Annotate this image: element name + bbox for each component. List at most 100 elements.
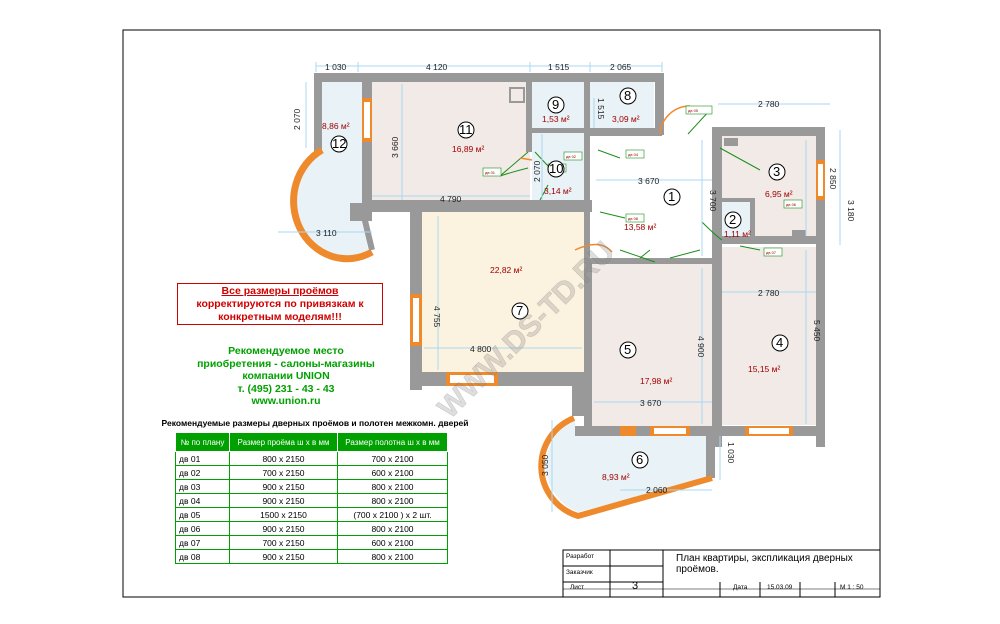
room-6-bay-floor [546,420,712,512]
table-cell: 900 х 2150 [229,521,338,536]
door-tag: дв 04 [628,152,639,157]
room-4-floor [722,247,816,425]
window [620,426,636,436]
dim-label: 2 060 [646,485,668,495]
notice-line: конкретным моделям!!! [218,311,342,323]
table-cell: 1500 х 2150 [229,507,338,522]
table-header: Размер проёма ш х в мм [229,432,338,452]
wall [590,128,662,136]
table-cell: 800 х 2100 [337,521,448,536]
room-number: 4 [776,335,783,350]
window [749,428,789,434]
tb-sheet-number: 3 [632,580,639,592]
tb-sheet-label: Лист [570,584,585,591]
room-area: 8,86 м² [322,121,350,131]
table-cell: дв 01 [175,451,230,466]
dim-label: 3 670 [638,176,660,186]
dim-label: 1 515 [548,62,570,72]
table-cell: 800 х 2100 [337,493,448,508]
window [818,164,823,196]
table-header: Размер полотна ш х в мм [337,432,448,452]
table-cell: дв 03 [175,479,230,494]
shaft [509,87,525,103]
tb-developer-label: Разработ [566,553,595,560]
room-area: 17,98 м² [640,376,672,386]
door-tag: дв 02 [566,154,577,159]
room-labels: 1 13,58 м² 2 1,11 м² 3 6,95 м² 4 15,15 м… [322,87,793,482]
promo-line: компании UNION [242,370,330,382]
table-cell: дв 02 [175,465,230,480]
tb-date: 15.03.09 [767,584,793,591]
dim-label: 2 850 [828,168,838,190]
dim-label: 2 065 [610,62,632,72]
wall [584,80,590,270]
promo-site[interactable]: www.union.ru [251,395,321,407]
wall [572,386,592,416]
door-tag: дв 08 [628,216,639,221]
promo-line: приобретения - салоны-магазины [197,357,375,370]
shaft [792,230,806,240]
table-cell: (700 х 2100 ) х 2 шт. [337,507,448,522]
dim-label: 3 050 [540,454,550,476]
dimension-lines [278,62,841,512]
dim-label: 1 030 [726,442,736,464]
dim-label: 3 110 [316,228,337,238]
wall [722,198,754,202]
dim-label: 3 670 [640,398,662,408]
dim-label: 4 120 [426,62,448,72]
doors-table: № по плану Размер проёма ш х в мм Размер… [175,432,448,564]
table-cell: дв 08 [175,549,230,564]
dim-label: 3 700 [708,190,718,212]
wall [750,198,755,242]
wall [655,73,664,135]
dim-label: 4 900 [696,336,706,358]
room-number: 1 [668,189,675,204]
room-number: 6 [636,452,643,467]
notice-line: корректируются по привязкам к [196,298,364,310]
balcony-12-frame [359,207,375,251]
dim-label: 1 030 [325,62,347,72]
promo-phone: т. (495) 231 - 43 - 43 [237,382,335,395]
room-number: 3 [773,164,780,179]
room-number: 7 [516,303,523,318]
doors-table-title: Рекомендуемые размеры дверных проёмов и … [161,418,469,428]
table-cell: 700 х 2150 [229,535,338,550]
table-cell: 800 х 2100 [337,479,448,494]
table-cell: дв 05 [175,507,230,522]
room-area: 1,11 м² [724,229,751,239]
table-cell: 800 х 2150 [229,451,338,466]
wall [362,78,372,208]
balcony-12-glazing [290,146,374,263]
balcony-6-glazing [538,415,713,520]
wall [314,73,322,153]
tb-scale: М 1 : 50 [840,584,864,591]
window [364,102,370,138]
room-number: 9 [552,97,559,112]
room-7-floor [422,212,584,372]
dim-label: 4 800 [470,344,492,354]
wall [706,436,715,478]
window [413,298,419,342]
room-area: 8,93 м² [602,472,630,482]
room-area: 3,14 м² [544,186,572,196]
table-header: № по плану [175,432,230,452]
wall [584,262,592,432]
door-tag: дв 06 [786,202,797,207]
door-arcs-orange [519,105,691,253]
table-cell: дв 04 [175,493,230,508]
promo-block: Рекомендуемое место приобретения - салон… [168,345,404,408]
table-cell: 700 х 2100 [337,451,448,466]
wall [575,426,825,436]
room-area: 6,95 м² [765,189,793,199]
door-tag: дв 07 [766,250,777,255]
dim-label: 2 070 [292,108,302,130]
dim-label: 3 180 [846,200,856,222]
table-cell: 600 х 2100 [337,535,448,550]
room-number: 2 [729,212,736,227]
